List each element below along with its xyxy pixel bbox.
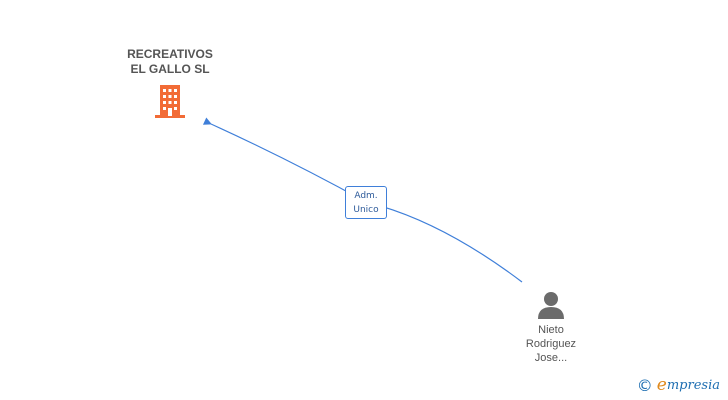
person-icon[interactable] bbox=[536, 290, 566, 320]
copyright-icon: © bbox=[636, 375, 653, 395]
role-label[interactable]: Adm. Unico bbox=[345, 186, 387, 219]
person-node[interactable]: Nieto Rodriguez Jose... bbox=[510, 290, 592, 365]
company-name[interactable]: RECREATIVOS EL GALLO SL bbox=[110, 47, 230, 77]
building-icon[interactable] bbox=[153, 83, 187, 119]
company-node[interactable]: RECREATIVOS EL GALLO SL bbox=[110, 47, 230, 119]
role-line1: Adm. bbox=[354, 190, 378, 201]
person-name-line1: Nieto bbox=[538, 324, 564, 336]
person-name[interactable]: Nieto Rodriguez Jose... bbox=[526, 323, 576, 365]
person-name-line3: Jose... bbox=[534, 352, 568, 364]
person-name-line2: Rodriguez bbox=[525, 338, 577, 350]
empresia-watermark[interactable]: © e mpresia bbox=[637, 375, 720, 395]
company-name-line2: EL GALLO SL bbox=[130, 62, 210, 76]
brand-initial: e bbox=[656, 375, 667, 395]
brand-name: mpresia bbox=[666, 377, 720, 393]
role-line2: Unico bbox=[353, 204, 379, 215]
company-name-line1: RECREATIVOS bbox=[127, 47, 213, 61]
